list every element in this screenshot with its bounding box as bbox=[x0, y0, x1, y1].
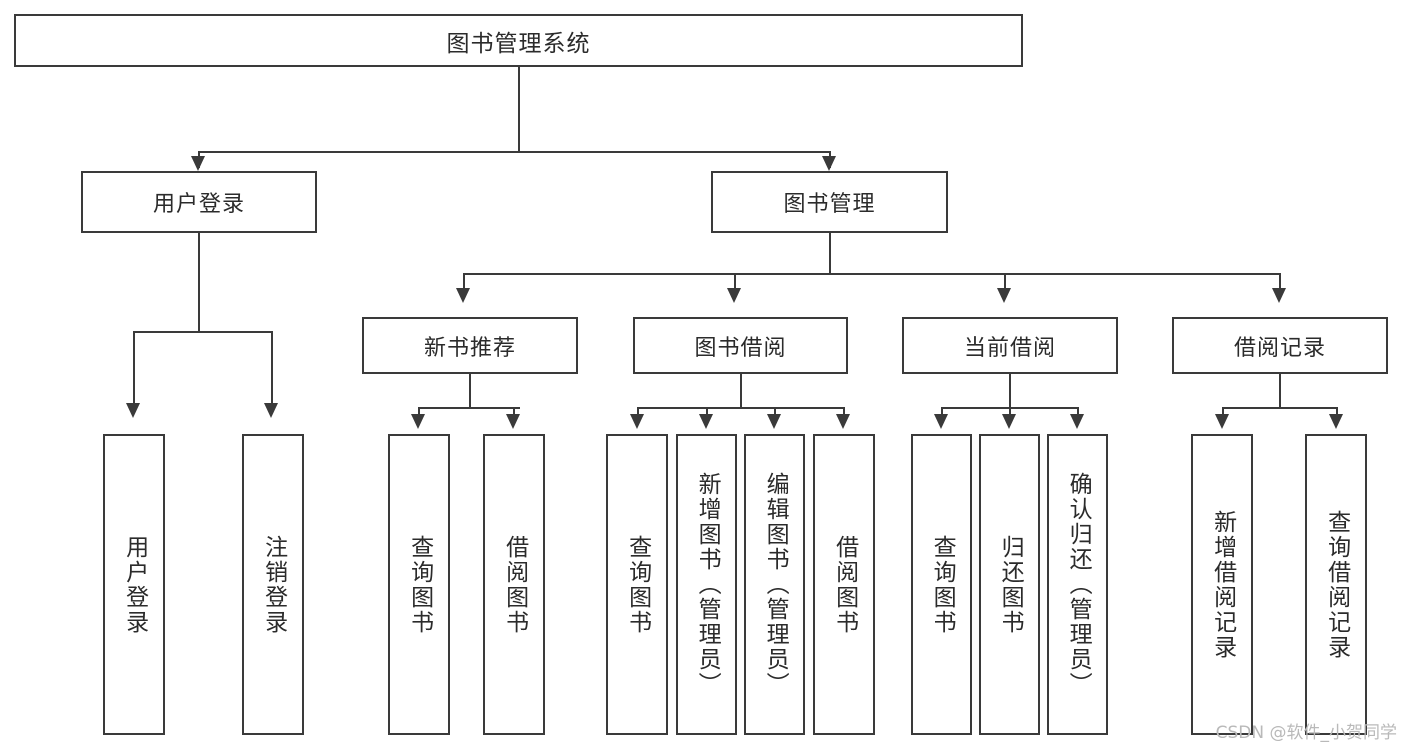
arrow-new-book-recommend bbox=[456, 288, 470, 303]
arrow-bb-1 bbox=[699, 414, 713, 429]
node-label: 编辑图书（管理员） bbox=[762, 472, 789, 697]
node-label: 图书借阅 bbox=[694, 335, 787, 361]
connector-user-login-trunk bbox=[198, 233, 200, 332]
node-new-book-recommend[interactable]: 新书推荐 bbox=[362, 317, 578, 374]
arrow-book-management bbox=[822, 156, 836, 171]
node-book-borrow[interactable]: 图书借阅 bbox=[633, 317, 848, 374]
connector-level3-bus bbox=[463, 273, 1280, 275]
node-label: 新增图书（管理员） bbox=[694, 472, 721, 697]
connector-new-book-bus bbox=[418, 407, 520, 409]
node-label: 确认归还（管理员） bbox=[1065, 472, 1092, 697]
leaf-bb-query-book[interactable]: 查询图书 bbox=[606, 434, 668, 735]
connector-drop-new-book bbox=[463, 273, 465, 297]
arrow-br-1 bbox=[1329, 414, 1343, 429]
arrow-bb-0 bbox=[630, 414, 644, 429]
connector-root-trunk bbox=[518, 67, 520, 152]
node-label: 图书管理 bbox=[783, 192, 876, 217]
arrow-borrow-record bbox=[1272, 288, 1286, 303]
arrow-leaf-logout bbox=[264, 403, 278, 418]
leaf-bb-borrow-book[interactable]: 借阅图书 bbox=[813, 434, 875, 735]
node-label: 借阅图书 bbox=[831, 534, 858, 635]
connector-borrow-record-trunk bbox=[1279, 374, 1281, 408]
node-user-login[interactable]: 用户登录 bbox=[81, 171, 317, 233]
leaf-cb-query-book[interactable]: 查询图书 bbox=[911, 434, 972, 735]
node-label: 用户登录 bbox=[152, 192, 245, 217]
leaf-user-login[interactable]: 用户登录 bbox=[103, 434, 165, 735]
node-root-book-management-system[interactable]: 图书管理系统 bbox=[14, 14, 1023, 67]
arrow-cb-1 bbox=[1002, 414, 1016, 429]
arrow-nbr-0 bbox=[411, 414, 425, 429]
connector-new-book-trunk bbox=[469, 374, 471, 408]
node-label: 新书推荐 bbox=[423, 335, 516, 361]
leaf-bb-add-book-admin[interactable]: 新增图书（管理员） bbox=[676, 434, 737, 735]
node-label: 用户登录 bbox=[121, 534, 148, 635]
node-label: 查询借阅记录 bbox=[1323, 509, 1350, 660]
arrow-nbr-1 bbox=[506, 414, 520, 429]
arrow-cb-2 bbox=[1070, 414, 1084, 429]
node-label: 当前借阅 bbox=[963, 335, 1056, 361]
arrow-cb-0 bbox=[934, 414, 948, 429]
connector-user-login-bus bbox=[133, 331, 273, 333]
node-book-management[interactable]: 图书管理 bbox=[711, 171, 948, 233]
connector-book-borrow-bus bbox=[637, 407, 844, 409]
connector-book-borrow-trunk bbox=[740, 374, 742, 408]
arrow-bb-3 bbox=[836, 414, 850, 429]
connector-borrow-record-bus bbox=[1222, 407, 1337, 409]
connector-current-borrow-trunk bbox=[1009, 374, 1011, 408]
node-label: 图书管理系统 bbox=[446, 30, 591, 57]
node-label: 查询图书 bbox=[624, 534, 651, 635]
leaf-nbr-borrow-book[interactable]: 借阅图书 bbox=[483, 434, 545, 735]
connector-drop-book-borrow bbox=[734, 273, 736, 297]
node-label: 查询图书 bbox=[929, 534, 956, 635]
arrow-bb-2 bbox=[767, 414, 781, 429]
leaf-bb-edit-book-admin[interactable]: 编辑图书（管理员） bbox=[744, 434, 805, 735]
connector-drop-leaf-user-login bbox=[133, 331, 135, 413]
connector-drop-leaf-logout bbox=[271, 331, 273, 413]
arrow-book-borrow bbox=[727, 288, 741, 303]
node-label: 归还图书 bbox=[997, 534, 1024, 635]
leaf-cb-confirm-return-admin[interactable]: 确认归还（管理员） bbox=[1047, 434, 1108, 735]
connector-level2-bus bbox=[198, 151, 831, 153]
node-label: 注销登录 bbox=[260, 534, 287, 635]
arrow-leaf-user-login bbox=[126, 403, 140, 418]
leaf-cb-return-book[interactable]: 归还图书 bbox=[979, 434, 1040, 735]
node-borrow-record[interactable]: 借阅记录 bbox=[1172, 317, 1388, 374]
node-label: 查询图书 bbox=[406, 534, 433, 635]
arrow-current-borrow bbox=[997, 288, 1011, 303]
connector-drop-borrow-record bbox=[1279, 273, 1281, 297]
leaf-br-query-record[interactable]: 查询借阅记录 bbox=[1305, 434, 1367, 735]
node-current-borrow[interactable]: 当前借阅 bbox=[902, 317, 1118, 374]
arrow-user-login bbox=[191, 156, 205, 171]
leaf-br-add-record[interactable]: 新增借阅记录 bbox=[1191, 434, 1253, 735]
node-label: 新增借阅记录 bbox=[1209, 509, 1236, 660]
node-label: 借阅记录 bbox=[1233, 335, 1326, 361]
node-label: 借阅图书 bbox=[501, 534, 528, 635]
connector-book-management-trunk bbox=[829, 233, 831, 274]
csdn-watermark: CSDN @软件_小贺同学 bbox=[1215, 723, 1397, 743]
leaf-nbr-query-book[interactable]: 查询图书 bbox=[388, 434, 450, 735]
connector-drop-current-borrow bbox=[1004, 273, 1006, 297]
leaf-logout[interactable]: 注销登录 bbox=[242, 434, 304, 735]
arrow-br-0 bbox=[1215, 414, 1229, 429]
